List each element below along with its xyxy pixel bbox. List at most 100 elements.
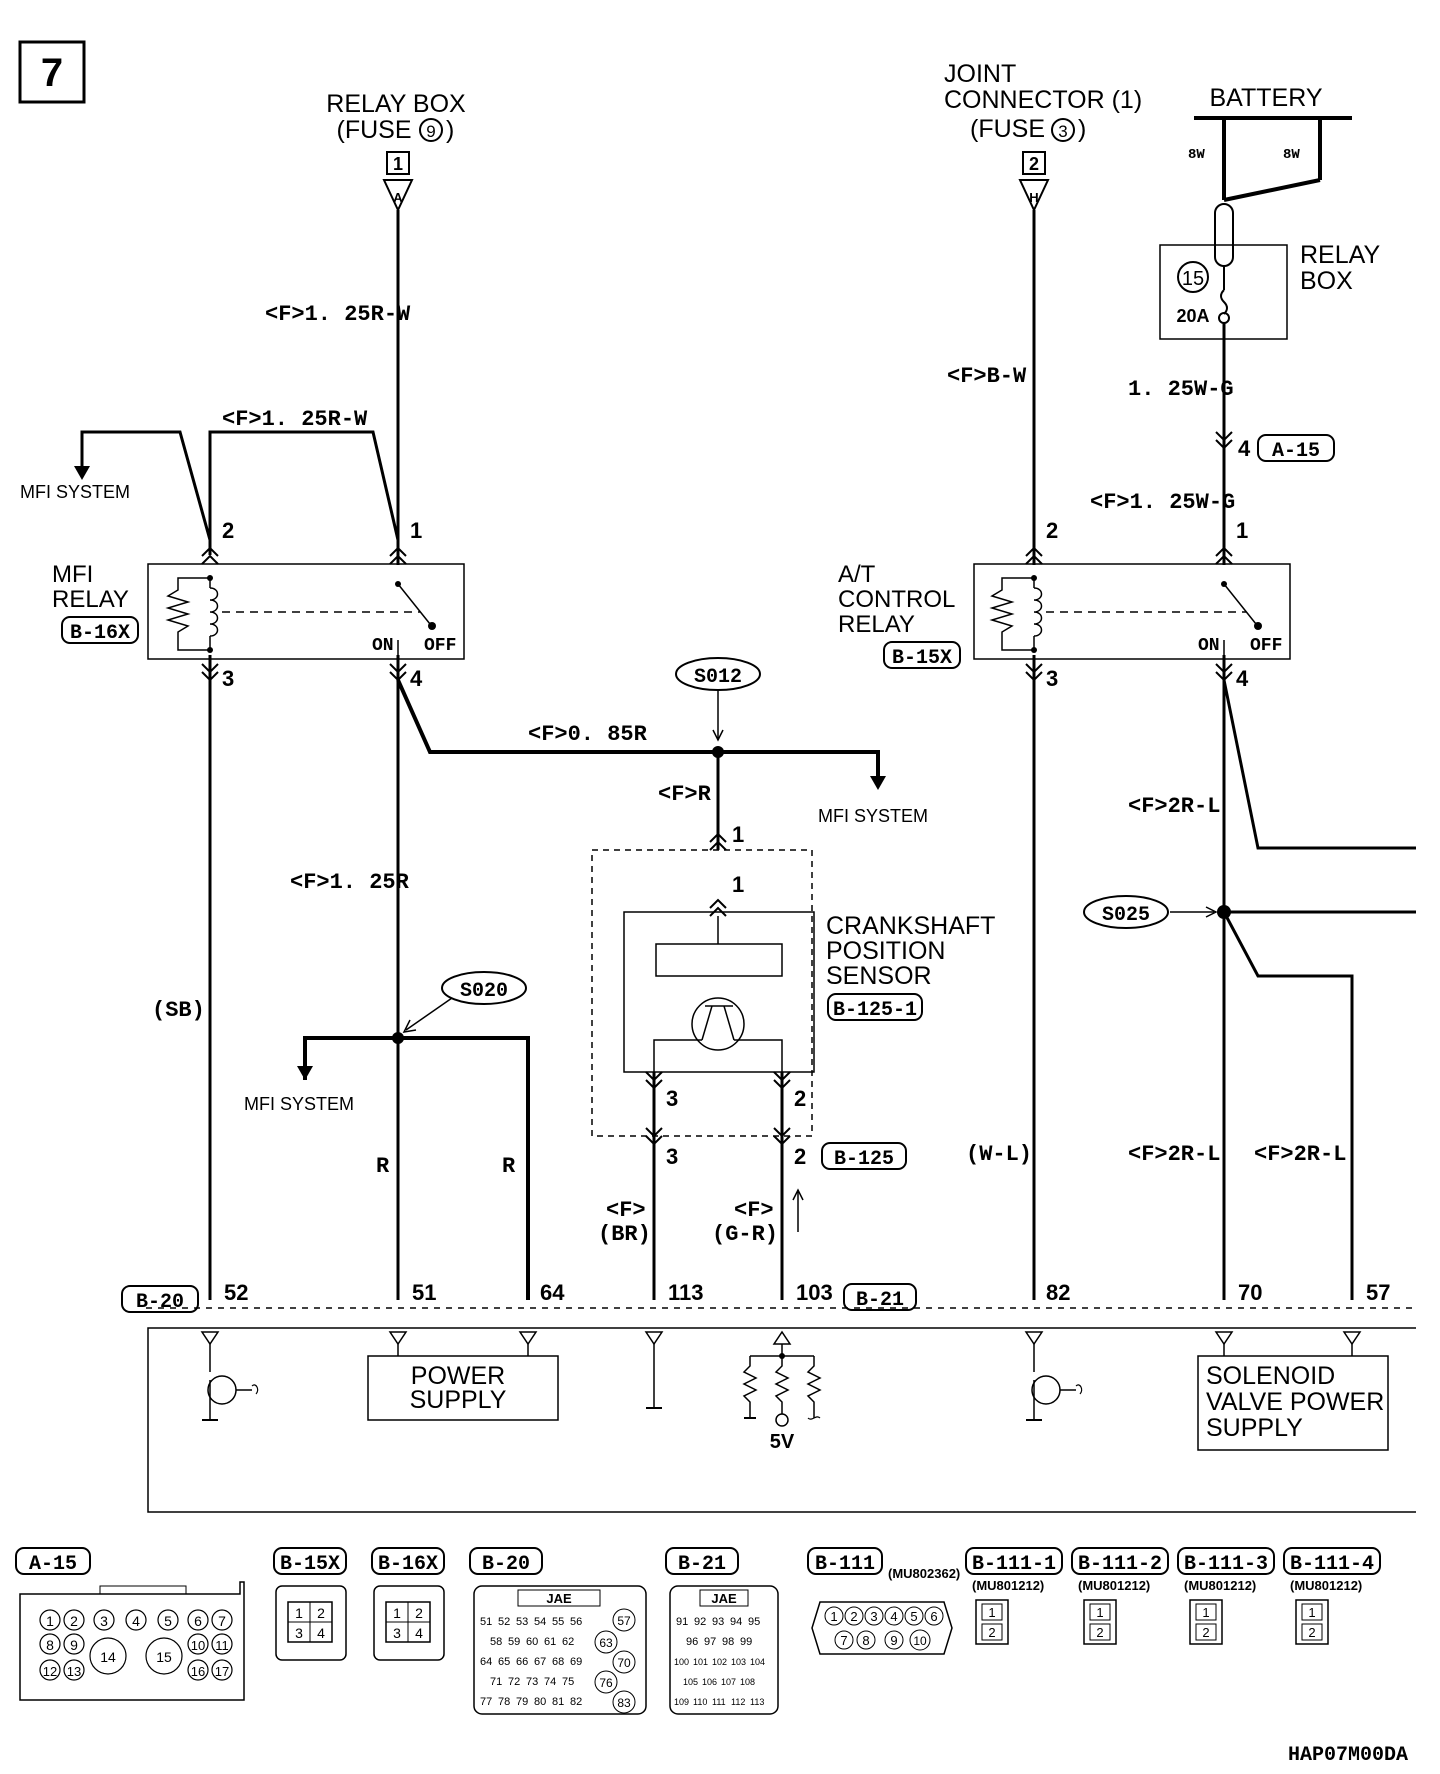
svg-text:5: 5 [164,1613,172,1629]
svg-text:3: 3 [870,1609,877,1624]
svg-text:1: 1 [1096,1605,1103,1620]
battery-label: BATTERY [1210,84,1323,112]
svg-text:93: 93 [712,1616,724,1628]
svg-text:4: 4 [132,1613,140,1629]
wire-label: <F>2R-L [1254,1142,1346,1167]
mfi-system-label: MFI SYSTEM [20,482,130,502]
svg-text:13: 13 [67,1664,81,1679]
svg-text:62: 62 [562,1636,574,1648]
relay-title: RELAY [52,586,129,613]
connector-tag: 1 [393,154,403,174]
wire-label: (SB) [152,998,205,1023]
svg-text:53: 53 [516,1616,528,1628]
svg-text:58: 58 [490,1636,502,1648]
svg-text:JAE: JAE [711,1591,737,1606]
pin-number: 103 [796,1280,833,1305]
svg-text:98: 98 [722,1636,734,1648]
pin-number: 4 [1236,666,1249,691]
svg-text:108: 108 [740,1677,755,1687]
fuse-number: 3 [1058,122,1067,141]
ecu-block: B-20 B-21 52 51 64 113 103 82 70 57 [121,1280,1416,1513]
svg-text:4: 4 [415,1625,423,1641]
part-number: (MU802362) [888,1566,960,1581]
pin-number: 2 [794,1086,806,1111]
pin-number: 52 [224,1280,248,1305]
on-label: ON [372,636,394,656]
mfi-relay: MFI RELAY B-16X ON OFF 2 1 3 4 MFI SYSTE… [20,482,465,691]
wiring [74,210,1416,1300]
joint-connector: JOINT CONNECTOR (1) (FUSE 3 ) 2 H [944,60,1142,213]
a15-pin-grid: 1 2 3 4 5 6 7 8 9 14 15 10 11 12 13 16 1… [39,1609,233,1681]
relay-title: A/T [838,561,876,588]
connector-tag: A-15 [29,1553,77,1576]
svg-text:76: 76 [599,1676,613,1690]
splice-s020: S020 [460,980,508,1003]
arrow-letter: A [393,190,403,205]
pin-number: 1 [1236,518,1248,543]
svg-text:74: 74 [544,1676,556,1688]
svg-text:3: 3 [100,1613,108,1629]
svg-text:12: 12 [43,1664,57,1679]
svg-text:71: 71 [490,1676,502,1688]
svg-text:7: 7 [218,1613,226,1629]
svg-text:103: 103 [731,1657,746,1667]
fuse-close: ) [1078,115,1086,143]
wire-label: <F>1. 25W-G [1090,490,1235,515]
sensor-title: POSITION [826,937,945,965]
svg-text:6: 6 [194,1613,202,1629]
svg-text:1: 1 [46,1613,54,1629]
wire-labels: <F>1. 25R-W <F>1. 25R-W <F>B-W 1. 25W-G … [152,302,1346,1247]
power-supply-label: POWER [411,1362,505,1390]
pin-number: 4 [410,666,423,691]
svg-text:57: 57 [617,1614,631,1628]
mfi-system-label: MFI SYSTEM [244,1094,354,1114]
splice-s025: S025 [1102,904,1150,927]
svg-text:6: 6 [930,1609,937,1624]
wire-label: <F>1. 25R-W [222,407,368,432]
svg-text:9: 9 [70,1637,78,1653]
svg-text:1: 1 [393,1605,401,1621]
relay-title: CONTROL [838,586,955,613]
pin-number: 1 [732,822,744,847]
at-control-relay: A/T CONTROL RELAY B-15X ON OFF 2 1 3 4 [838,518,1291,691]
pin-number: 57 [1366,1280,1390,1305]
svg-text:59: 59 [508,1636,520,1648]
svg-text:56: 56 [570,1616,582,1628]
pin-number: 70 [1238,1280,1262,1305]
svg-text:2: 2 [850,1609,857,1624]
svg-text:2: 2 [70,1613,78,1629]
connector-tag: B-15X [892,647,952,670]
part-number: (MU801212) [1184,1578,1256,1593]
svg-text:8: 8 [46,1637,54,1653]
wire-label: R [502,1154,516,1179]
power-supply-label: SUPPLY [410,1386,507,1414]
svg-text:105: 105 [683,1677,698,1687]
svg-text:83: 83 [617,1696,631,1710]
svg-text:73: 73 [526,1676,538,1688]
svg-text:99: 99 [740,1636,752,1648]
part-number: (MU801212) [1290,1578,1362,1593]
connector-tag: B-111 [815,1553,875,1576]
svg-text:9: 9 [890,1633,897,1648]
svg-text:75: 75 [562,1676,574,1688]
relay-box-fuse9: RELAY BOX (FUSE 9 ) 1 A [326,90,466,213]
on-label: ON [1198,636,1220,656]
crankshaft-sensor: CRANKSHAFT POSITION SENSOR B-125-1 1 1 3… [591,822,995,1171]
svg-text:69: 69 [570,1656,582,1668]
wire-8w-left: 8W [1188,147,1205,163]
svg-text:91: 91 [676,1616,688,1628]
svg-text:79: 79 [516,1696,528,1708]
pin-number: 51 [412,1280,436,1305]
svg-text:2: 2 [1202,1625,1209,1640]
relay-box-label: RELAY BOX [326,90,466,118]
connector-tag: B-21 [856,1289,904,1312]
svg-text:82: 82 [570,1696,582,1708]
svg-text:52: 52 [498,1616,510,1628]
connector-tag: A-15 [1272,440,1320,463]
wire-label: <F>1. 25R-W [265,302,411,327]
svg-text:111: 111 [712,1697,726,1707]
pin-number: 113 [668,1280,704,1305]
svg-text:51: 51 [480,1616,492,1628]
svg-text:107: 107 [721,1677,736,1687]
svg-text:16: 16 [191,1664,205,1679]
